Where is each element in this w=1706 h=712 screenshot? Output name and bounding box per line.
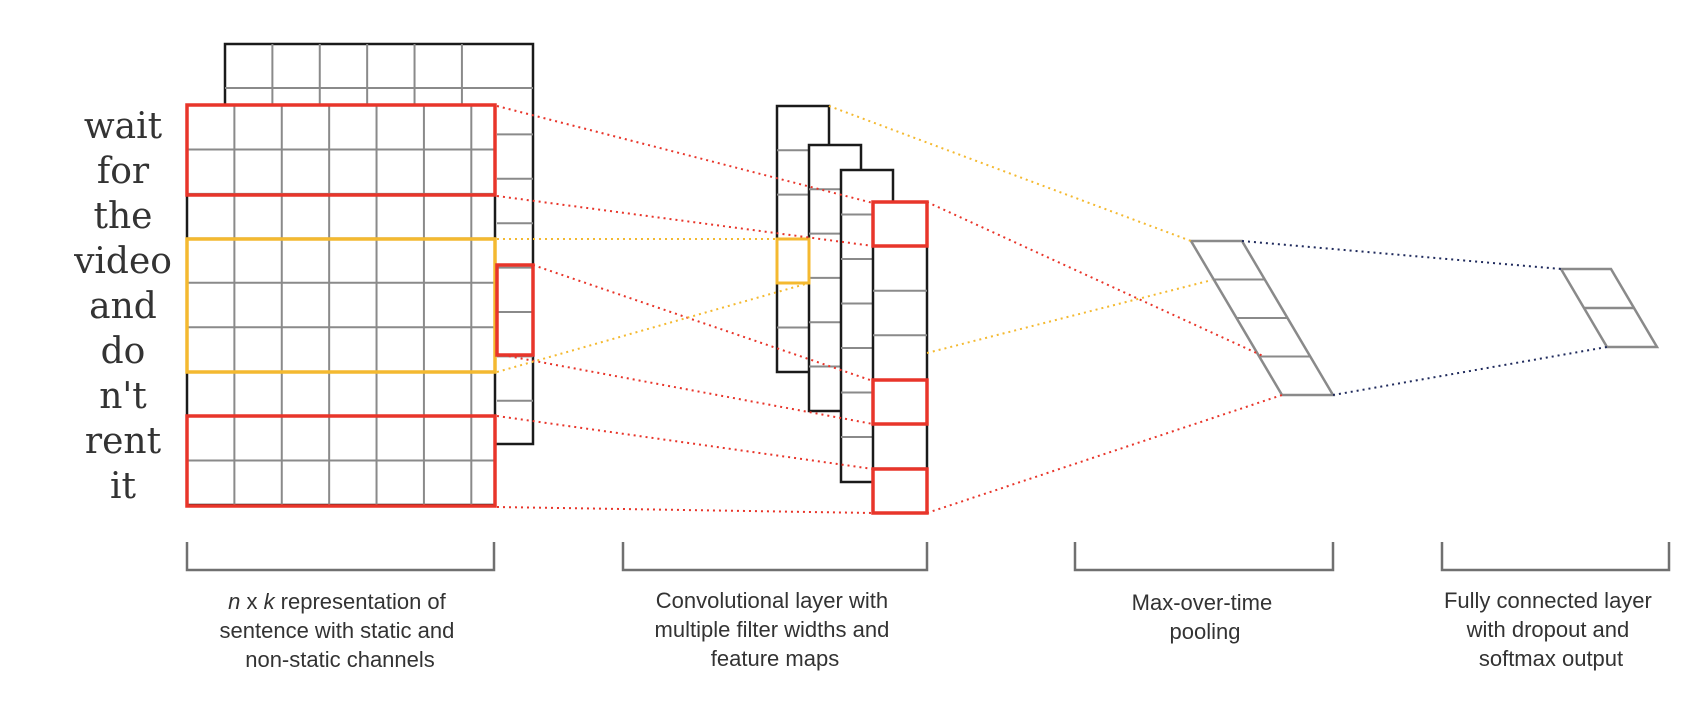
yellow-feature-cell — [775, 237, 811, 285]
caption-representation: n x k representation of sentence with st… — [220, 589, 461, 672]
connectors — [496, 105, 1608, 514]
filter-windows — [185, 103, 535, 508]
caption-representation-x: x — [240, 589, 263, 614]
input-matrix-front-channel — [185, 103, 497, 507]
connector-navy-1 — [1241, 240, 1562, 270]
red-filter-window-back-channel — [495, 263, 535, 357]
pooling-vector-grid — [1213, 278, 1311, 358]
brackets — [185, 542, 1671, 572]
caption-representation-line-1: n x k representation of — [228, 589, 452, 614]
caption-representation-rest: representation of — [275, 589, 447, 614]
yellow-filter-window — [185, 237, 497, 374]
connector-red-5 — [496, 415, 874, 470]
back-channel-grid — [225, 44, 533, 402]
connector-yellow-4 — [926, 279, 1213, 354]
caption-fully-connected-line-1: Fully connected layer — [1444, 588, 1652, 613]
word-1: wait — [84, 106, 163, 147]
word-4: video — [73, 241, 172, 282]
caption-fully-connected: Fully connected layer with dropout and s… — [1444, 588, 1658, 671]
feature-map-4-frame — [871, 200, 929, 515]
output-vector-outline — [1558, 267, 1660, 349]
word-3: the — [94, 196, 153, 237]
caption-fully-connected-line-2: with dropout and — [1466, 617, 1630, 642]
caption-pooling-line-1: Max-over-time — [1132, 590, 1273, 615]
red-filter-window-top — [185, 103, 497, 197]
caption-representation-k: k — [264, 589, 276, 614]
feature-map-4 — [871, 200, 929, 515]
red-feature-cell-bottom — [871, 467, 929, 515]
caption-convolution-line-3: feature maps — [711, 646, 839, 671]
caption-convolution-line-2: multiple filter widths and — [655, 617, 890, 642]
connector-navy-2 — [1332, 346, 1608, 396]
caption-pooling-line-2: pooling — [1170, 619, 1241, 644]
connector-yellow-2 — [496, 282, 810, 373]
caption-convolution-line-1: Convolutional layer with — [656, 588, 888, 613]
feature-map-3-grid — [841, 213, 873, 438]
connector-red-4 — [496, 353, 874, 425]
caption-fully-connected-line-3: softmax output — [1479, 646, 1623, 671]
bracket-convolution — [621, 542, 929, 572]
feature-map-2-grid — [809, 188, 841, 368]
word-7: n't — [99, 376, 147, 417]
word-8: rent — [85, 421, 162, 462]
connector-red-7 — [926, 201, 1264, 357]
bracket-representation — [185, 542, 496, 572]
caption-convolution: Convolutional layer with multiple filter… — [655, 588, 896, 671]
caption-representation-n: n — [228, 589, 240, 614]
output-vector — [1558, 267, 1660, 349]
word-2: for — [97, 151, 150, 192]
front-channel-frame — [185, 103, 497, 507]
feature-maps — [775, 104, 929, 515]
pooling-vector — [1188, 239, 1336, 397]
connector-red-6 — [496, 506, 874, 514]
bracket-fully-connected — [1440, 542, 1671, 572]
red-feature-cell-top — [871, 200, 929, 248]
red-filter-window-bottom — [185, 414, 497, 508]
bracket-pooling — [1073, 542, 1335, 572]
connector-red-8 — [926, 394, 1283, 514]
caption-pooling: Max-over-time pooling — [1132, 590, 1279, 644]
word-9: it — [110, 466, 137, 507]
caption-representation-line-3: non-static channels — [245, 647, 435, 672]
word-5: and — [89, 286, 157, 327]
caption-representation-line-2: sentence with static and — [220, 618, 455, 643]
red-feature-cell-middle — [871, 378, 929, 426]
word-6: do — [101, 331, 146, 372]
connector-yellow-3 — [828, 105, 1192, 242]
